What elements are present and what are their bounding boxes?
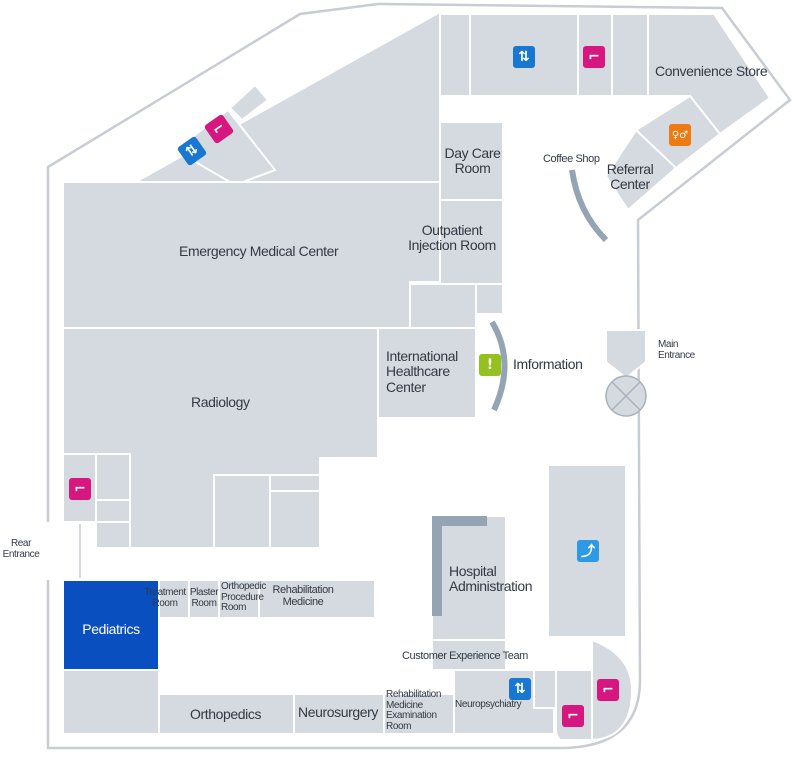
label-emergency: Emergency Medical Center [179, 243, 339, 259]
stairs-icon[interactable]: ⌐ [583, 46, 605, 68]
stairs-icon-se[interactable]: ⌐ [597, 679, 619, 701]
room-treatment[interactable] [158, 579, 190, 619]
label-day-care: Day Care Room [440, 145, 505, 177]
room-neurosurgery[interactable] [293, 693, 385, 735]
label-radiology: Radiology [191, 394, 250, 410]
label-day-care-line1: Day Care [444, 145, 501, 161]
label-international: International Healthcare Center [386, 348, 458, 395]
label-hospital-administration: Hospital Administration [449, 563, 533, 595]
label-day-care-line2: Room [454, 160, 491, 177]
label-rehab-exam-line2: Medicine [386, 699, 423, 711]
label-international-line1: International [386, 348, 458, 364]
room-orthopedics[interactable] [158, 693, 295, 735]
label-treatment-line2: Room [152, 597, 178, 609]
room-small-2[interactable] [475, 283, 504, 315]
coffee-shop-counter [569, 169, 609, 243]
room-rehabilitation[interactable] [258, 579, 376, 619]
label-pediatrics: Pediatrics [82, 621, 140, 637]
label-rehabilitation: Rehabilitation Medicine [266, 584, 340, 608]
label-outpatient-line2: Injection Room [408, 237, 496, 254]
admin-partition [432, 516, 487, 616]
room-neuro-side[interactable] [533, 669, 557, 709]
room-small-1[interactable] [409, 283, 477, 329]
elevator-icon[interactable]: ⇅ [513, 46, 535, 68]
label-rehab-exam-line1: Rehabilitation [386, 689, 441, 700]
room-top-4[interactable] [611, 13, 649, 97]
label-plaster-line2: Room [191, 597, 217, 609]
room-day-care[interactable] [439, 121, 504, 201]
room-rad-a[interactable] [95, 453, 131, 501]
label-referral-center: Referral Center [603, 161, 657, 193]
label-hospital-admin-line2: Administration [449, 578, 533, 595]
information-icon[interactable]: ! [479, 354, 501, 376]
label-neurosurgery: Neurosurgery [298, 704, 379, 720]
room-international-healthcare[interactable] [377, 327, 477, 419]
label-plaster-room: Plaster Room [186, 587, 222, 609]
label-main-entrance: Main Entrance [658, 339, 695, 361]
label-referral-line2: Center [610, 176, 650, 193]
room-bottom-left[interactable] [62, 669, 160, 735]
room-rad-e[interactable] [269, 474, 321, 492]
label-ortho-proc-line1: Orthopedic [221, 581, 266, 592]
label-rehab-line1: Rehabilitation [272, 584, 334, 596]
label-plaster-line1: Plaster [189, 587, 219, 598]
label-ortho-procedure: Orthopedic Procedure Room [221, 581, 266, 614]
room-nw-small[interactable] [228, 83, 270, 122]
label-outpatient-line1: Outpatient [421, 222, 483, 238]
restroom-icon[interactable]: ♀♂ [669, 124, 691, 146]
label-treatment-room: Treatment Room [140, 587, 190, 609]
label-rehab-line2: Medicine [282, 596, 324, 609]
label-outpatient: Outpatient Injection Room [404, 222, 500, 254]
label-neuropsychiatry: Neuropsychiatry [455, 699, 522, 710]
stairs-icon-west[interactable]: ⌐ [69, 478, 91, 500]
elevator-icon-south[interactable]: ⇅ [509, 678, 531, 700]
label-hospital-admin-line1: Hospital [449, 563, 497, 579]
label-information: Imformation [513, 356, 583, 372]
label-rehab-exam: Rehabilitation Medicine Examination Room [386, 689, 441, 732]
label-rehab-exam-line3: Examination [386, 710, 437, 721]
label-referral-line1: Referral [606, 161, 654, 177]
room-pediatrics[interactable] [62, 579, 160, 671]
label-international-line2: Healthcare [386, 363, 450, 380]
escalator-icon[interactable]: ⤴ [577, 540, 599, 562]
label-rear-entrance-line1: Rear [10, 538, 32, 549]
label-customer-experience: Customer Experience Team [402, 650, 528, 662]
label-international-line3: Center [386, 378, 426, 395]
label-rehab-exam-line4: Room [386, 720, 412, 732]
label-main-entrance-line1: Main [658, 339, 679, 350]
information-counter [489, 320, 508, 412]
room-rehab-exam[interactable] [383, 693, 455, 735]
label-ortho-proc-line3: Room [221, 602, 247, 613]
room-rad-d[interactable] [213, 474, 271, 549]
room-customer-experience[interactable] [431, 639, 507, 671]
label-convenience-store: Convenience Store [655, 63, 768, 79]
label-orthopedics: Orthopedics [190, 706, 262, 722]
room-top-1[interactable] [439, 13, 471, 97]
label-treatment-line1: Treatment [144, 587, 186, 598]
label-rear-entrance: Rear Entrance [0, 538, 42, 560]
label-main-entrance-line2: Entrance [658, 349, 695, 361]
revolving-door-cross-2 [611, 381, 641, 411]
room-rad-b[interactable] [95, 499, 131, 523]
room-rad-c[interactable] [95, 521, 131, 549]
label-coffee-shop: Coffee Shop [543, 153, 600, 165]
rear-entrance-gap [44, 522, 80, 580]
stairs-icon-south[interactable]: ⌐ [562, 705, 584, 727]
room-rad-f[interactable] [269, 490, 321, 549]
label-ortho-proc-line2: Procedure [221, 591, 264, 603]
label-rear-entrance-line2: Entrance [2, 548, 40, 560]
main-entrance-vestibule[interactable] [605, 329, 647, 380]
room-referral-center[interactable] [604, 128, 678, 212]
